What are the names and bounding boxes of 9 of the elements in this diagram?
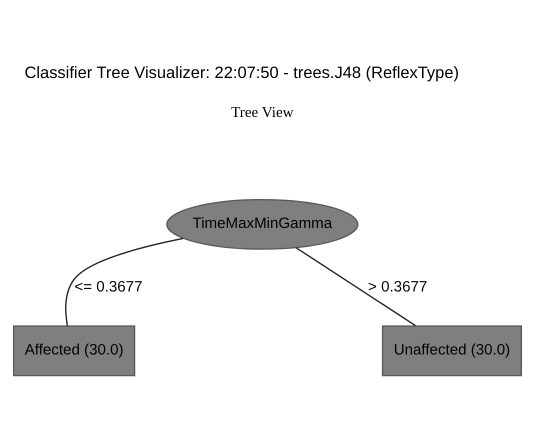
label: Tree View — [231, 104, 294, 120]
connector — [65, 237, 184, 326]
edge-label: <= 0.3677 — [74, 278, 142, 295]
connector — [295, 246, 416, 326]
node-ellipse: TimeMaxMinGamma — [166, 198, 359, 250]
edge-label: > 0.3677 — [368, 278, 428, 295]
node-box: Unaffected (30.0) — [382, 324, 522, 376]
node-box: Affected (30.0) — [12, 324, 136, 376]
diagram-title: Classifier Tree Visualizer: 22:07:50 - trees.J48 (ReflexType) — [24, 64, 459, 82]
